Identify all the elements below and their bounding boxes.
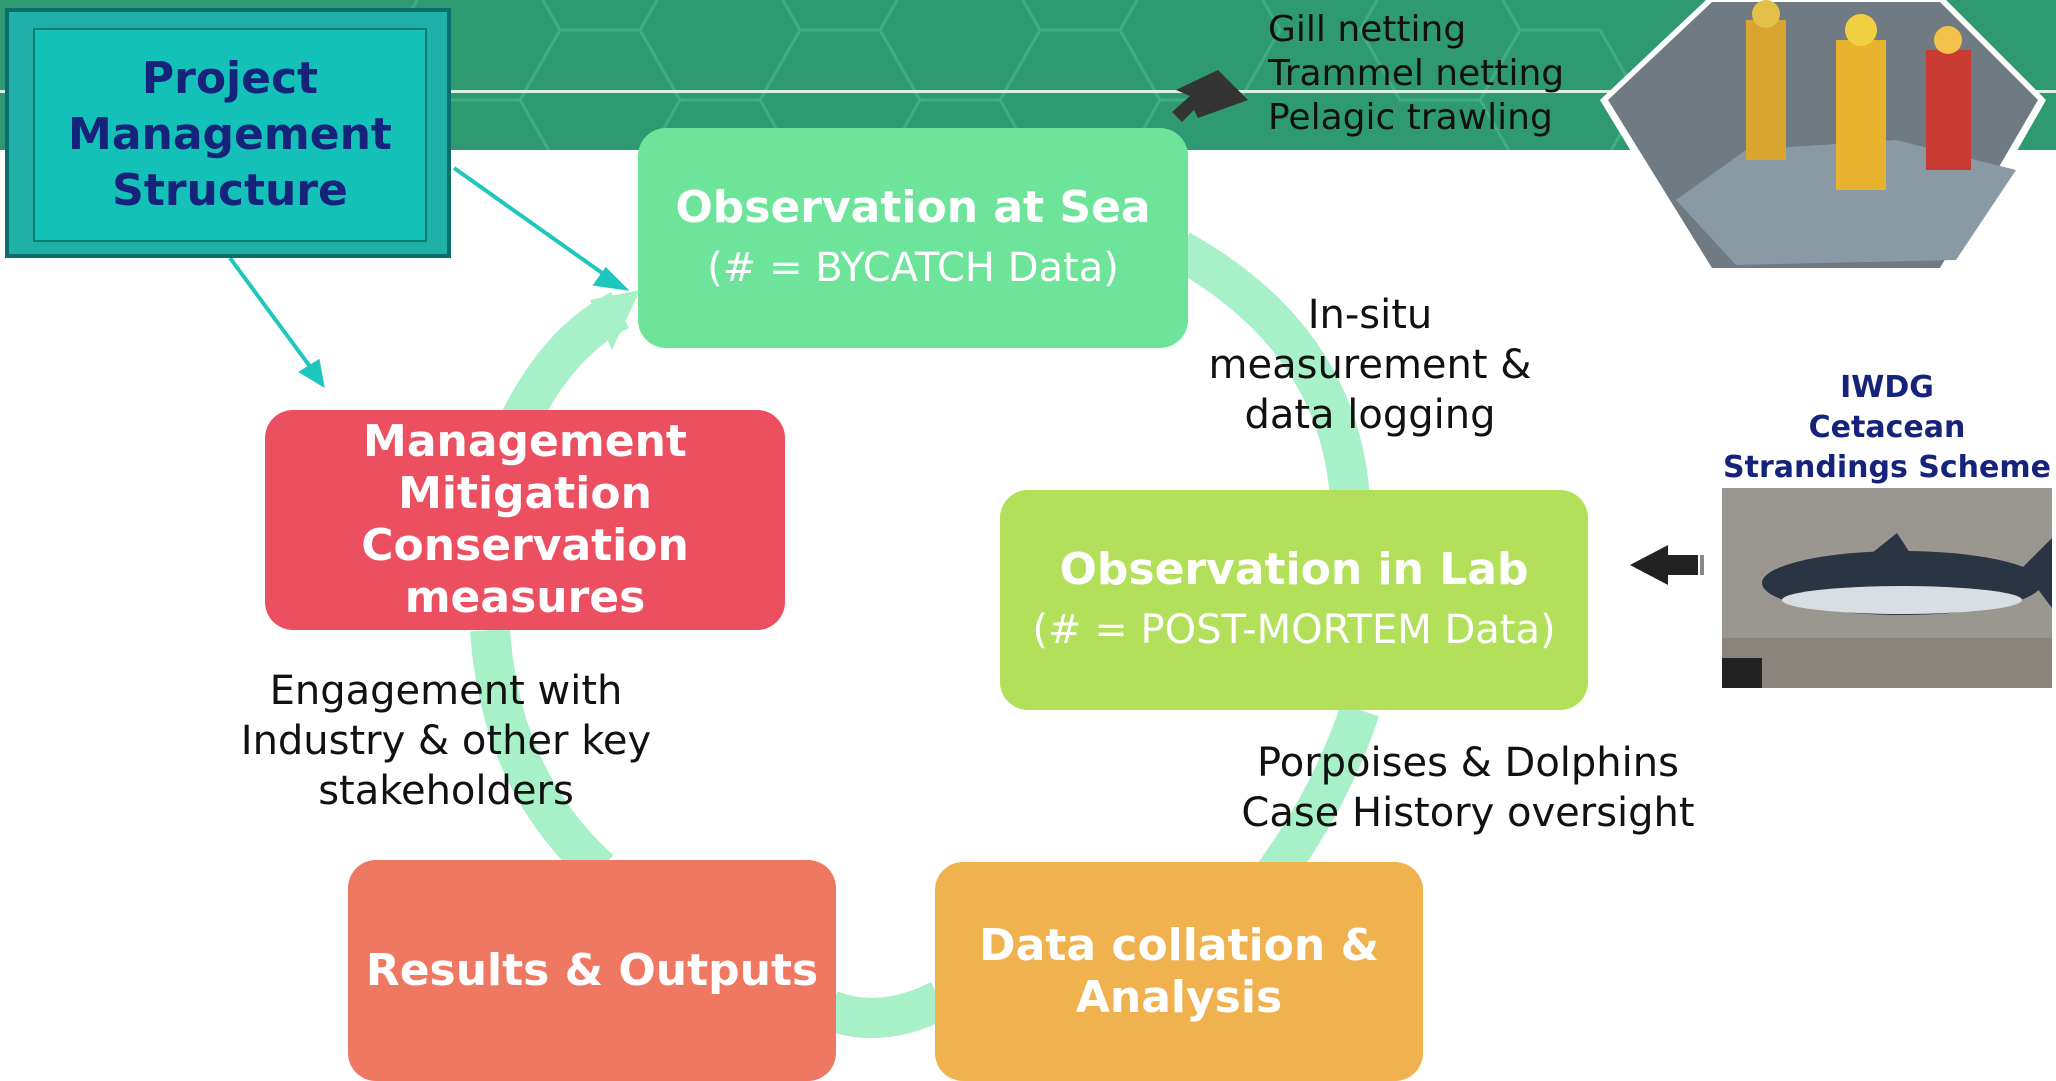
node-title: Observation at Sea (675, 182, 1151, 233)
node-subtitle: (# = BYCATCH Data) (707, 245, 1119, 291)
node-title: Results & Outputs (365, 944, 819, 996)
method-item: Trammel netting (1268, 53, 1565, 94)
edge-label-sea-to-lab: In-situ measurement & data logging (1208, 292, 1532, 438)
project-management-label: Project Management Structure (68, 53, 392, 216)
edge-label-lab-to-data: Porpoises & Dolphins Case History oversi… (1241, 740, 1695, 836)
porpoise-photo (1722, 488, 2052, 688)
node-title: Data collation & Analysis (979, 919, 1379, 1023)
cycle-arrow-results-to-management (470, 628, 614, 885)
cycle-arrow-lab-to-data (1253, 703, 1379, 892)
method-item: Pelagic trawling (1268, 97, 1553, 138)
project-management-inner: Project Management Structure (33, 28, 427, 242)
node-subtitle: (# = POST-MORTEM Data) (1032, 607, 1556, 653)
node-results-outputs: Results & Outputs (348, 860, 836, 1081)
node-observation-in-lab: Observation in Lab (# = POST-MORTEM Data… (1000, 490, 1588, 710)
node-observation-at-sea: Observation at Sea (# = BYCATCH Data) (638, 128, 1188, 348)
project-management-box: Project Management Structure (5, 8, 451, 258)
cycle-arrow-sea-to-lab (1170, 232, 1370, 502)
cycle-arrow-data-to-results (822, 981, 949, 1038)
node-data-collation: Data collation & Analysis (935, 862, 1423, 1081)
node-title: Observation in Lab (1059, 544, 1529, 595)
iwdg-label: IWDG Cetacean Strandings Scheme (1723, 370, 2051, 485)
header-divider (0, 90, 2056, 93)
node-title: Management Mitigation Conservation measu… (361, 416, 689, 623)
method-item: Gill netting (1268, 9, 1467, 50)
node-management: Management Mitigation Conservation measu… (265, 410, 785, 630)
hexagon-pattern (398, 0, 1642, 150)
fishermen-photo (1600, 0, 2046, 275)
edge-label-results-to-management: Engagement with Industry & other key sta… (240, 668, 652, 814)
cycle-arrowhead-sea (590, 290, 640, 350)
